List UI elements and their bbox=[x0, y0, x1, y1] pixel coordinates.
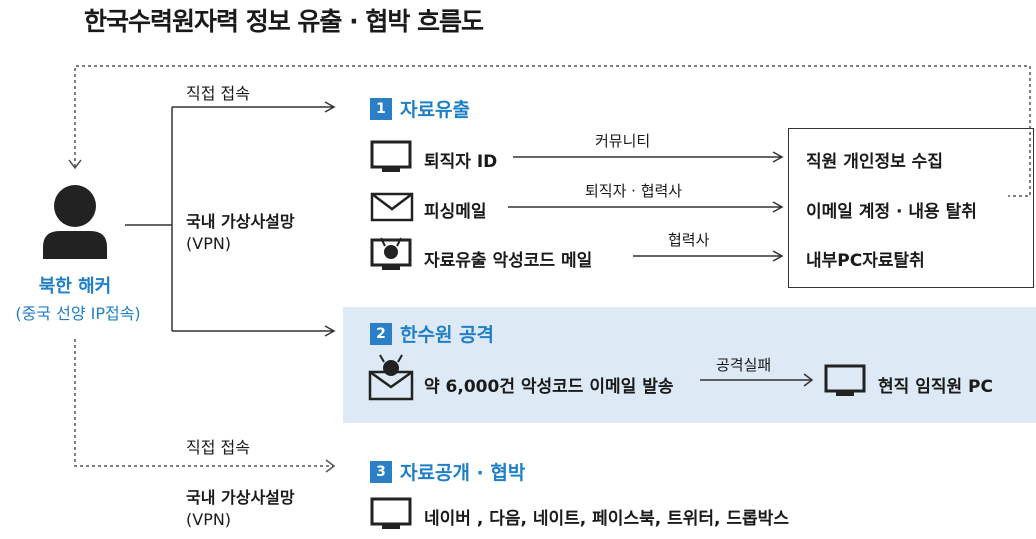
result-3: 내부PC자료탈취 bbox=[806, 251, 925, 271]
section2-via: 공격실패 bbox=[716, 356, 772, 374]
vpn-bottom-label: 국내 가상사설망 bbox=[186, 488, 295, 507]
section2-source: 약 6,000건 악성코드 이메일 발송 bbox=[424, 377, 674, 397]
dotted-feedback-arrow bbox=[68, 159, 82, 170]
section3-header: 3 자료공개 · 협박 bbox=[370, 458, 525, 485]
malware-monitor-icon bbox=[370, 232, 414, 280]
section2-header: 2 한수원 공격 bbox=[370, 320, 494, 347]
hacker-icon bbox=[40, 183, 110, 259]
dotted-feedback-line bbox=[74, 65, 1031, 197]
envelope-icon bbox=[370, 192, 414, 226]
result-1: 직원 개인정보 수집 bbox=[806, 152, 943, 172]
section3-targets: 네이버 , 다음, 네이트, 페이스북, 트위터, 드롭박스 bbox=[424, 509, 789, 529]
section2-arrow bbox=[700, 373, 814, 387]
malware-envelope-icon bbox=[368, 354, 416, 406]
section2-target: 현직 임직원 PC bbox=[878, 377, 993, 397]
hacker-sublabel: (중국 선양 IP접속) bbox=[15, 304, 141, 323]
direct-access-bottom: 직접 접속 bbox=[186, 438, 250, 457]
vpn-top-sub: (VPN) bbox=[186, 234, 232, 253]
row1-via: 커뮤니티 bbox=[595, 132, 651, 150]
hacker-label: 북한 해커 bbox=[38, 276, 112, 297]
direct-access-top: 직접 접속 bbox=[186, 84, 250, 103]
section3-title: 자료공개 · 협박 bbox=[400, 462, 526, 484]
section1-title: 자료유출 bbox=[400, 99, 470, 121]
row2-via: 퇴직자 · 협력사 bbox=[585, 182, 683, 200]
dotted-to-section3 bbox=[74, 339, 334, 467]
monitor-icon bbox=[370, 140, 414, 180]
result-2: 이메일 계정 · 내용 탈취 bbox=[806, 202, 977, 222]
row2-source: 피싱메일 bbox=[424, 202, 487, 222]
target-monitor-icon bbox=[824, 364, 868, 404]
diagram-title: 한국수력원자력 정보 유출 · 협박 흐름도 bbox=[84, 7, 484, 36]
section2-title: 한수원 공격 bbox=[400, 324, 495, 346]
row3-source: 자료유출 악성코드 메일 bbox=[424, 251, 593, 271]
vpn-bottom-sub: (VPN) bbox=[186, 510, 232, 529]
vpn-top-label: 국내 가상사설망 bbox=[186, 212, 295, 231]
section3-number: 3 bbox=[370, 460, 392, 483]
results-box bbox=[788, 128, 1034, 288]
section2-panel bbox=[343, 307, 1036, 423]
section1-number: 1 bbox=[370, 97, 392, 120]
row1-source: 퇴직자 ID bbox=[424, 152, 498, 172]
section2-number: 2 bbox=[370, 322, 392, 345]
section3-monitor-icon bbox=[370, 497, 414, 537]
row3-via: 협력사 bbox=[668, 231, 710, 249]
section1-header: 1 자료유출 bbox=[370, 95, 470, 122]
